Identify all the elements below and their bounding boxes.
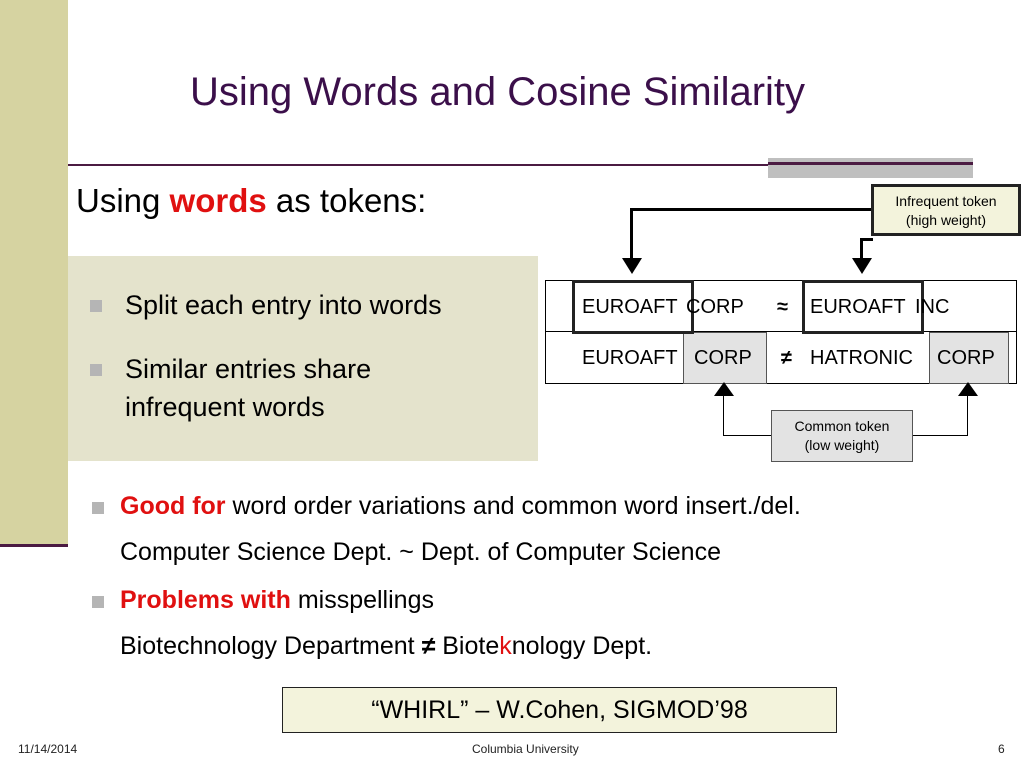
subhead-highlight: words [169,182,267,219]
table-cell: INC [915,296,950,318]
table-cell: CORP [937,347,995,369]
connector-line [913,435,968,436]
subhead-prefix: Using [76,182,170,219]
good-for-example: Computer Science Dept. ~ Dept. of Comput… [120,538,721,566]
common-token-highlight [683,332,767,384]
infrequent-token-highlight [572,280,694,334]
callout-line: Common token [794,418,890,434]
bullet-highlight: Good for [120,492,226,520]
callout-line: Infrequent token [895,193,997,209]
table-cell: CORP [694,347,752,369]
token-table [545,280,1017,384]
bullet-marker [90,364,102,376]
slide-title: Using Words and Cosine Similarity [190,70,806,114]
connector-line [630,208,633,264]
box-bullet-text: Similar entries share [125,354,372,384]
approx-symbol: ≈ [777,296,788,318]
connector-line [630,208,873,211]
subheading: Using words as tokens: [76,182,426,220]
title-rule-overlay [768,162,973,165]
bullet-marker [92,502,104,514]
title-rule [68,164,768,166]
example-part: Biote [435,632,500,660]
footer-org: Columbia University [472,742,579,756]
bullet-text: word order variations and common word in… [225,492,801,520]
bullet-highlight: Problems with [120,586,291,614]
connector-line [860,238,873,241]
good-for-bullet: Good for word order variations and commo… [120,492,801,521]
bullet-marker [90,300,102,312]
misspelled-letter: k [499,632,512,660]
bullet-box [68,256,538,461]
table-cell: EUROAFT [810,296,906,318]
connector-line [723,435,771,436]
citation-box: “WHIRL” – W.Cohen, SIGMOD’98 [282,687,837,733]
left-accent-bar [0,0,68,545]
table-cell: EUROAFT [582,296,678,318]
left-accent-line [0,544,68,547]
table-divider [546,331,1016,332]
not-equal-symbol: ≠ [421,632,436,660]
problems-with-bullet: Problems with misspellings [120,586,434,615]
subhead-suffix: as tokens: [266,182,427,219]
bullet-text: misspellings [290,586,434,614]
example-part: nology Dept. [511,632,653,660]
example-part: Biotechnology Department [120,632,422,660]
infrequent-token-highlight [802,280,924,334]
box-bullet-text: infrequent words [125,392,325,422]
footer-date: 11/14/2014 [18,742,78,756]
arrow-down-icon [622,258,642,274]
infrequent-token-callout: Infrequent token (high weight) [871,184,1021,236]
table-cell: EUROAFT [582,347,678,369]
title-rule-grey-block [768,158,973,178]
box-bullet-text: Split each entry into words [125,290,442,320]
arrow-up-icon [714,382,734,396]
arrow-down-icon [852,258,872,274]
connector-line [860,238,863,264]
table-cell: HATRONIC [810,347,913,369]
bullet-marker [92,596,104,608]
connector-line [723,394,724,436]
not-equal-symbol: ≠ [781,347,792,369]
common-token-callout: Common token (low weight) [771,410,913,462]
connector-line [967,394,968,436]
common-token-highlight [929,332,1009,384]
table-cell: CORP [686,296,744,318]
page-number: 6 [998,742,1005,756]
callout-line: (high weight) [905,212,987,228]
arrow-up-icon [958,382,978,396]
callout-line: (low weight) [804,437,880,453]
problems-with-example: Biotechnology Department ≠ Bioteknology … [120,632,652,661]
